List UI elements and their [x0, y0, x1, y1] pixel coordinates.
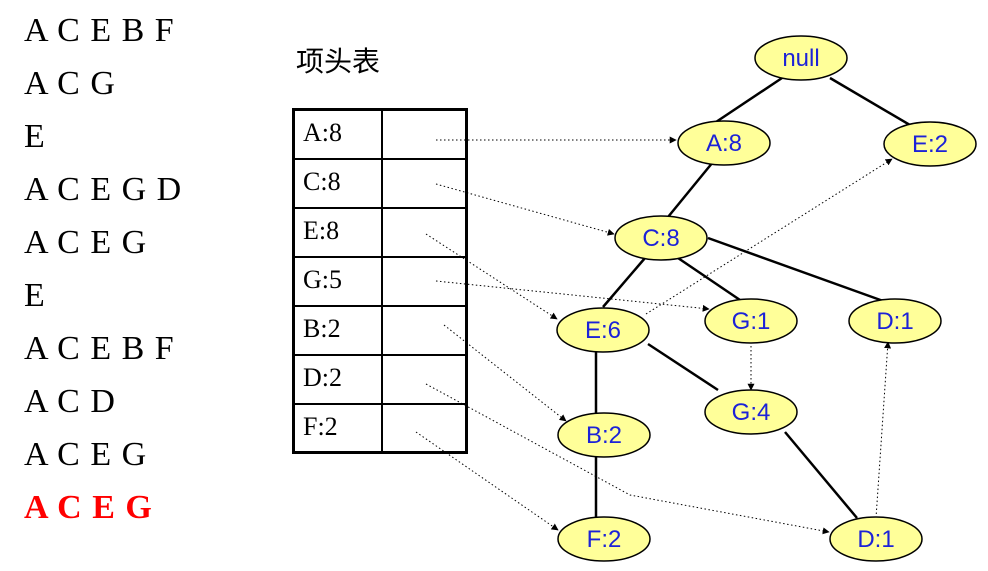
- tree-edge: [707, 236, 887, 304]
- tree-node-label: G:1: [732, 308, 771, 335]
- header-table-item: A:8: [295, 111, 383, 158]
- tree-node-shape: [556, 307, 650, 353]
- header-table-row: G:5: [295, 258, 465, 307]
- node-link-arrow: [875, 341, 892, 519]
- tree-edge: [647, 342, 719, 392]
- tree-node-label: A:8: [706, 130, 742, 157]
- tree-node-shape: [557, 516, 651, 562]
- transaction-item: A C E G: [24, 224, 148, 261]
- tree-node-label: D:1: [876, 308, 913, 335]
- transaction-item: A C E G D: [24, 171, 183, 208]
- transaction-item-highlighted: A C E G: [24, 489, 153, 526]
- node-link-arrow: [425, 233, 558, 320]
- node-link-arrow: [435, 183, 615, 236]
- transaction-item: A C E G: [24, 436, 148, 473]
- tree-edge: [712, 76, 783, 126]
- tree-node-shape: [754, 35, 848, 81]
- transaction-item: E: [24, 118, 46, 155]
- header-table-row: E:8: [295, 209, 465, 258]
- node-link-arrows: [415, 136, 893, 535]
- tree-node-shape: [704, 298, 798, 344]
- header-table: A:8 C:8 E:8 G:5 B:2 D:2 F:2: [292, 108, 468, 454]
- node-link-arrow: [443, 324, 567, 422]
- tree-node-shape: [557, 412, 651, 458]
- header-table-item: C:8: [295, 160, 383, 207]
- tree-edge: [677, 256, 741, 302]
- tree-node-label: B:2: [586, 422, 622, 449]
- tree-node: F:2: [557, 516, 651, 562]
- transaction-item: A C E B F: [24, 330, 175, 367]
- header-table-row: D:2: [295, 356, 465, 405]
- tree-node-shape: [848, 298, 942, 344]
- tree-edges: [594, 76, 916, 519]
- tree-node: G:1: [704, 298, 798, 344]
- tree-node: B:2: [557, 412, 651, 458]
- transaction-item: A C D: [24, 383, 116, 420]
- header-table-row: B:2: [295, 307, 465, 356]
- tree-node: G:4: [704, 389, 798, 435]
- tree-node-shape: [704, 389, 798, 435]
- tree-node-label: E:6: [585, 317, 621, 344]
- tree-node-shape: [677, 120, 771, 166]
- tree-node: A:8: [677, 120, 771, 166]
- tree-node: null: [754, 35, 848, 81]
- header-table-item: D:2: [295, 356, 383, 403]
- tree-node-label: null: [782, 45, 819, 72]
- header-table-title: 项头表: [296, 45, 381, 78]
- header-table-row: F:2: [295, 405, 465, 454]
- tree-edge: [602, 257, 646, 308]
- node-link-arrow: [415, 431, 559, 531]
- tree-node-shape: [614, 215, 708, 261]
- header-table-item: F:2: [295, 405, 383, 454]
- tree-node: E:2: [883, 121, 977, 167]
- header-table-row: C:8: [295, 160, 465, 209]
- tree-node: D:1: [848, 298, 942, 344]
- tree-node-label: F:2: [587, 526, 622, 553]
- node-link-arrow: [435, 280, 710, 312]
- tree-node: E:6: [556, 307, 650, 353]
- node-link-arrow: [425, 383, 830, 535]
- header-table-item: B:2: [295, 307, 383, 354]
- tree-edge: [829, 76, 916, 130]
- transaction-item: A C G: [24, 65, 116, 102]
- tree-node-shape: [883, 121, 977, 167]
- transaction-item: A C E B F: [24, 12, 175, 49]
- transaction-item: E: [24, 277, 46, 314]
- header-table-row: A:8: [295, 111, 465, 160]
- tree-node-shape: [829, 516, 923, 562]
- tree-node-label: C:8: [642, 225, 679, 252]
- tree-edge: [784, 431, 858, 519]
- tree-node: C:8: [614, 215, 708, 261]
- tree-node-label: E:2: [912, 131, 948, 158]
- tree-node: D:1: [829, 516, 923, 562]
- tree-edge: [667, 161, 714, 218]
- node-link-arrow: [645, 158, 893, 315]
- header-table-item: G:5: [295, 258, 383, 305]
- header-table-item: E:8: [295, 209, 383, 256]
- tree-node-label: D:1: [857, 526, 894, 553]
- tree-node-label: G:4: [732, 399, 771, 426]
